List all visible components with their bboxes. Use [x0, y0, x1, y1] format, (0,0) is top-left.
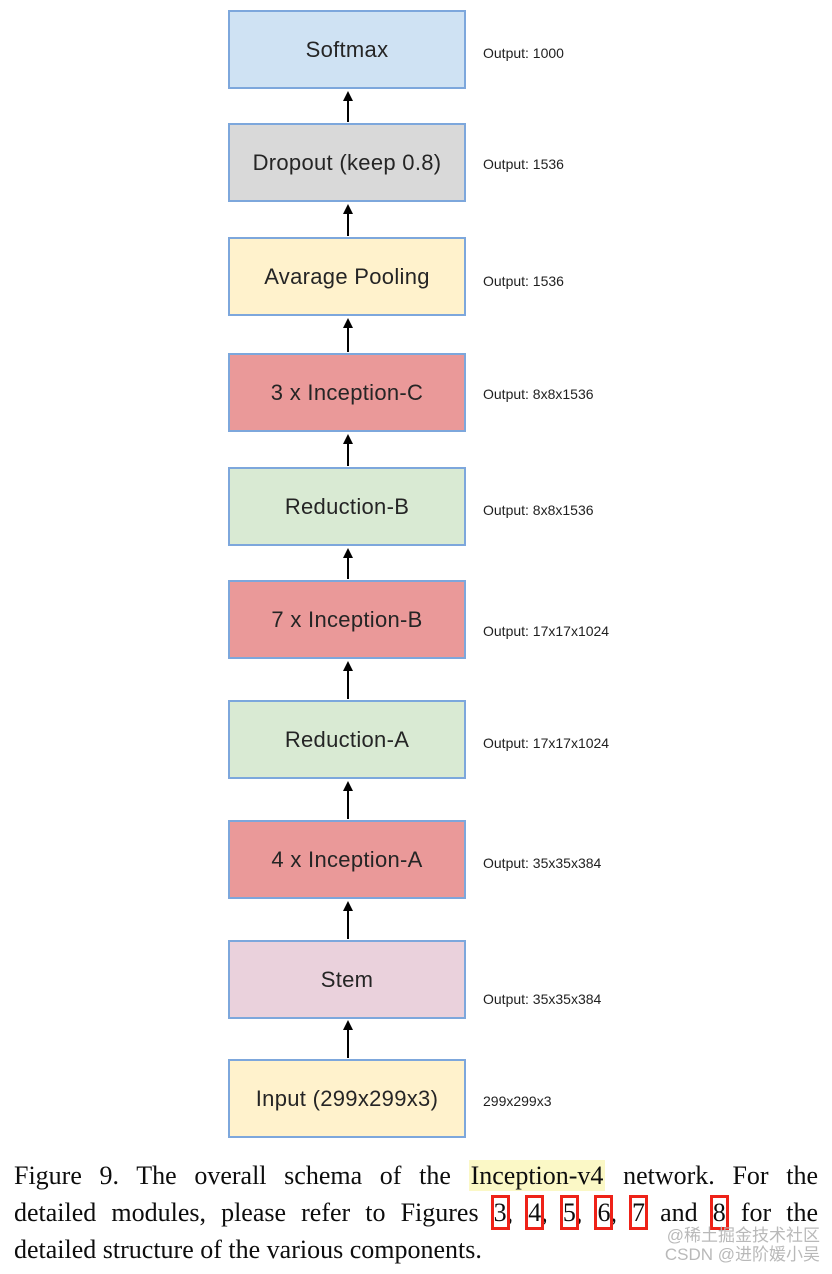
stage-label: Stem [320, 966, 374, 992]
output-annotation: Output: 1000 [483, 45, 564, 61]
output-annotation: Output: 1536 [483, 273, 564, 289]
caption-line-1: Figure 9. The overall schema of the Ince… [14, 1157, 818, 1194]
arrow-shaft [346, 671, 349, 699]
stage-box-inception-c: 3 x Inception-C [228, 353, 466, 432]
output-annotation: Output: 17x17x1024 [483, 623, 610, 639]
juejin-watermark: @稀土掘金技术社区 [666, 1226, 820, 1245]
stage-box-inception-b: 7 x Inception-B [228, 580, 466, 659]
watermark: @稀土掘金技术社区 CSDN @进阶媛小吴 [665, 1226, 820, 1264]
figure-link-8[interactable]: 8 [709, 1195, 729, 1230]
caption-text: detailed modules, please refer to Figure… [14, 1198, 494, 1227]
arrow-up-icon [342, 204, 353, 214]
stage-box-inception-a: 4 x Inception-A [228, 820, 466, 899]
figure-link-3[interactable]: 3 [490, 1195, 510, 1230]
up-arrow-connector [342, 204, 353, 236]
output-annotation: Output: 8x8x1536 [483, 386, 594, 402]
up-arrow-connector [342, 901, 353, 939]
arrow-shaft [346, 214, 349, 236]
stage-box-reduction-b: Reduction-B [228, 467, 466, 546]
stage-box-reduction-a: Reduction-A [228, 700, 466, 779]
stage-label: Softmax [305, 36, 389, 62]
csdn-watermark: CSDN @进阶媛小吴 [664, 1245, 820, 1264]
caption-text: , [541, 1198, 563, 1227]
arrow-up-icon [342, 661, 353, 671]
stage-label: 4 x Inception-A [271, 846, 423, 872]
stage-box-dropout: Dropout (keep 0.8) [228, 123, 466, 202]
stage-box-softmax: Softmax [228, 10, 466, 89]
output-annotation: Output: 35x35x384 [483, 855, 602, 871]
caption-text: , [610, 1198, 633, 1227]
arrow-up-icon [342, 318, 353, 328]
arrow-shaft [346, 791, 349, 819]
arrow-up-icon [342, 781, 353, 791]
output-annotation: Output: 17x17x1024 [483, 735, 610, 751]
arrow-up-icon [342, 901, 353, 911]
output-annotation: Output: 8x8x1536 [483, 502, 594, 518]
caption-text: , [506, 1198, 529, 1227]
up-arrow-connector [342, 661, 353, 699]
stage-box-input: Input (299x299x3) [228, 1059, 466, 1138]
stage-label: Avarage Pooling [264, 263, 430, 289]
caption-text: , [575, 1198, 598, 1227]
up-arrow-connector [342, 548, 353, 579]
up-arrow-connector [342, 1020, 353, 1058]
figure-link-4[interactable]: 4 [525, 1195, 545, 1230]
stage-label: Input (299x299x3) [255, 1085, 439, 1111]
arrow-shaft [346, 1030, 349, 1058]
arrow-up-icon [342, 434, 353, 444]
up-arrow-connector [342, 91, 353, 122]
caption-text: network. For the [605, 1161, 818, 1190]
output-annotation: 299x299x3 [483, 1093, 552, 1109]
caption-text: Figure 9. The overall schema of the [14, 1161, 469, 1190]
stage-label: Reduction-B [284, 493, 410, 519]
stage-box-stem: Stem [228, 940, 466, 1019]
caption-line-3: detailed structure of the various compon… [14, 1235, 482, 1264]
stage-box-average-pooling: Avarage Pooling [228, 237, 466, 316]
arrow-shaft [346, 911, 349, 939]
stage-label: Reduction-A [284, 726, 410, 752]
caption-text: for the [725, 1198, 819, 1227]
arrow-shaft [346, 101, 349, 122]
caption-line-2: detailed modules, please refer to Figure… [14, 1194, 818, 1231]
figure-link-7[interactable]: 7 [629, 1195, 649, 1230]
arrow-up-icon [342, 91, 353, 101]
up-arrow-connector [342, 318, 353, 352]
up-arrow-connector [342, 781, 353, 819]
arrow-up-icon [342, 1020, 353, 1030]
output-annotation: Output: 35x35x384 [483, 991, 602, 1007]
arrow-shaft [346, 558, 349, 579]
stage-label: 3 x Inception-C [270, 379, 424, 405]
arrow-up-icon [342, 548, 353, 558]
figure-link-6[interactable]: 6 [594, 1195, 614, 1230]
arrow-shaft [346, 444, 349, 466]
up-arrow-connector [342, 434, 353, 466]
inception-v4-highlight: Inception-v4 [468, 1160, 606, 1191]
arrow-shaft [346, 328, 349, 352]
stage-label: Dropout (keep 0.8) [252, 149, 442, 175]
caption-text: and [645, 1198, 713, 1227]
figure-link-5[interactable]: 5 [559, 1195, 579, 1230]
figure-caption: Figure 9. The overall schema of the Ince… [14, 1157, 818, 1268]
output-annotation: Output: 1536 [483, 156, 564, 172]
stage-label: 7 x Inception-B [271, 606, 423, 632]
